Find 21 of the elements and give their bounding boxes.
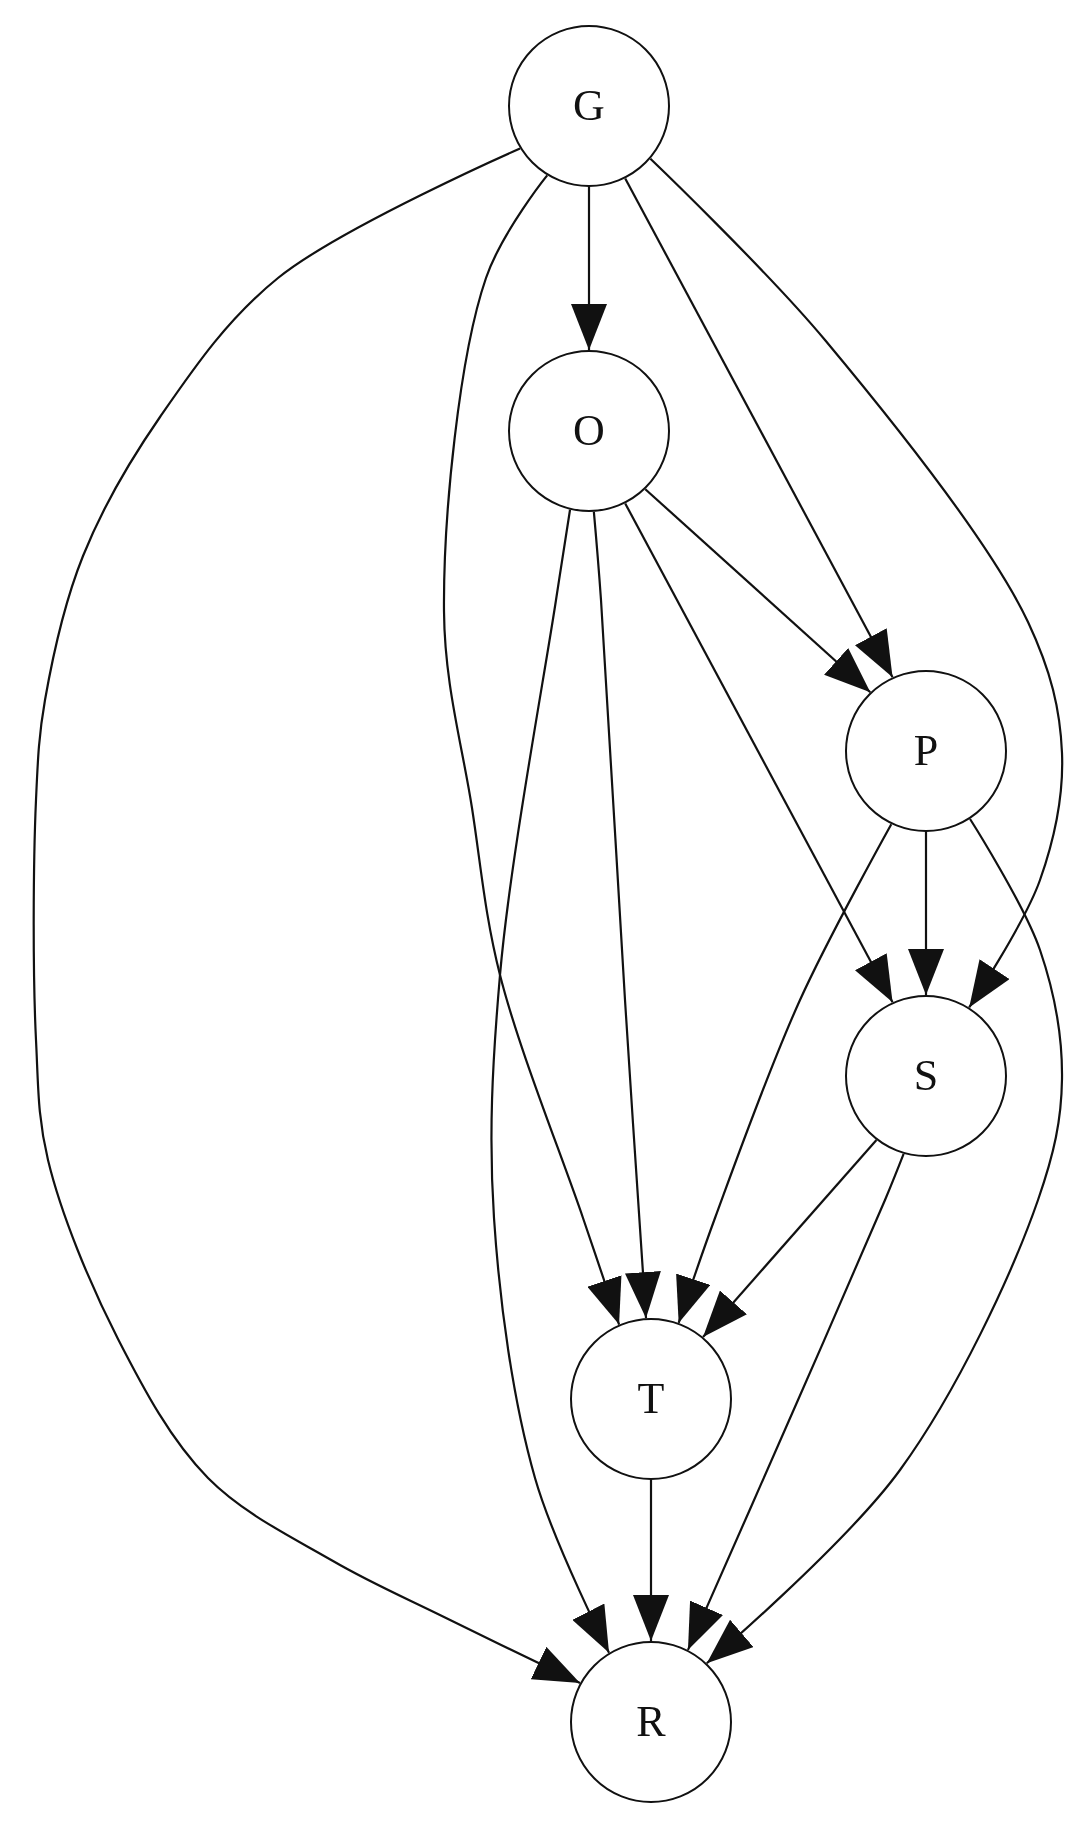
node-label: R [636, 1700, 666, 1744]
arrow [633, 1480, 669, 1641]
arrow [624, 502, 894, 1003]
arrow [676, 823, 893, 1324]
arrow [571, 187, 607, 350]
arrow [644, 488, 872, 693]
node-label: S [913, 1054, 939, 1098]
arrow [649, 158, 1064, 1009]
arrow [702, 1139, 878, 1338]
arrow [706, 818, 1064, 1665]
arrow [490, 509, 611, 1654]
arrow [908, 832, 944, 995]
arrow [686, 1153, 905, 1651]
node-label: O [573, 409, 605, 453]
node-label: T [637, 1377, 665, 1421]
arrow [624, 177, 894, 678]
node-label: P [913, 729, 939, 773]
arrow [592, 511, 661, 1319]
arrow [442, 174, 622, 1325]
node-label: G [573, 84, 605, 128]
arrow [32, 147, 581, 1684]
